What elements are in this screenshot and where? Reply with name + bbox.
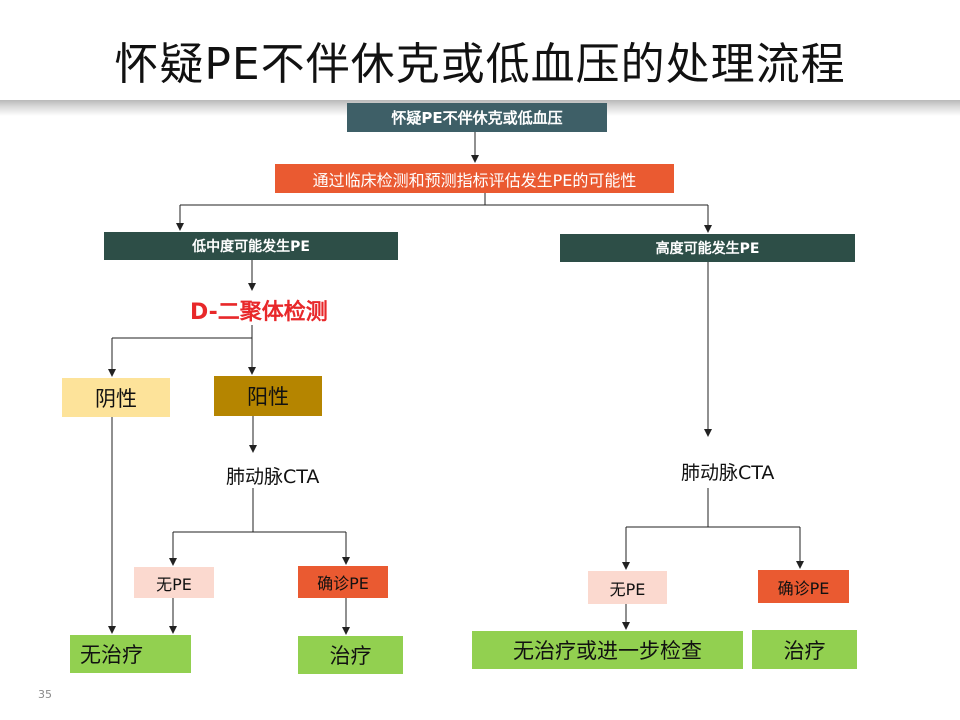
d-dimer-test-label: D-二聚体检测 (190, 300, 328, 325)
no-pe-right-box: 无PE (588, 571, 667, 604)
low-mid-probability-label: 低中度可能发生PE (192, 239, 310, 255)
confirmed-pe-right-box: 确诊PE (758, 570, 849, 603)
positive-label: 阳性 (247, 385, 289, 409)
negative-box: 阴性 (62, 378, 170, 417)
high-probability-label: 高度可能发生PE (655, 241, 760, 257)
assess-box: 通过临床检测和预测指标评估发生PE的可能性 (275, 164, 674, 193)
cta-left-label: 肺动脉CTA (226, 466, 320, 488)
root-label: 怀疑PE不伴休克或低血压 (391, 109, 563, 127)
no-pe-right-label: 无PE (609, 579, 646, 599)
no-treatment-or-further-label: 无治疗或进一步检查 (513, 639, 702, 663)
no-treatment-left-box: 无治疗 (70, 635, 191, 673)
assess-label: 通过临床检测和预测指标评估发生PE的可能性 (312, 170, 637, 190)
treatment-right-box: 治疗 (752, 630, 857, 669)
positive-box: 阳性 (214, 376, 322, 416)
slide-title: 怀疑PE不伴休克或低血压的处理流程 (114, 39, 846, 90)
no-treatment-or-further-box: 无治疗或进一步检查 (472, 631, 743, 669)
cta-right-label: 肺动脉CTA (681, 462, 775, 484)
no-treatment-left-label: 无治疗 (80, 643, 143, 667)
treatment-right-label: 治疗 (783, 638, 826, 663)
high-probability-box: 高度可能发生PE (560, 234, 855, 262)
negative-label: 阴性 (95, 386, 137, 411)
treatment-left-box: 治疗 (298, 636, 403, 674)
confirmed-pe-right-label: 确诊PE (777, 578, 830, 598)
root-box: 怀疑PE不伴休克或低血压 (347, 103, 607, 132)
no-pe-left-label: 无PE (156, 574, 192, 594)
treatment-left-label: 治疗 (329, 644, 372, 668)
page-number: 35 (38, 688, 52, 701)
no-pe-left-box: 无PE (134, 567, 214, 598)
low-mid-probability-box: 低中度可能发生PE (104, 232, 398, 260)
confirmed-pe-left-box: 确诊PE (298, 566, 388, 598)
confirmed-pe-left-label: 确诊PE (317, 574, 369, 593)
